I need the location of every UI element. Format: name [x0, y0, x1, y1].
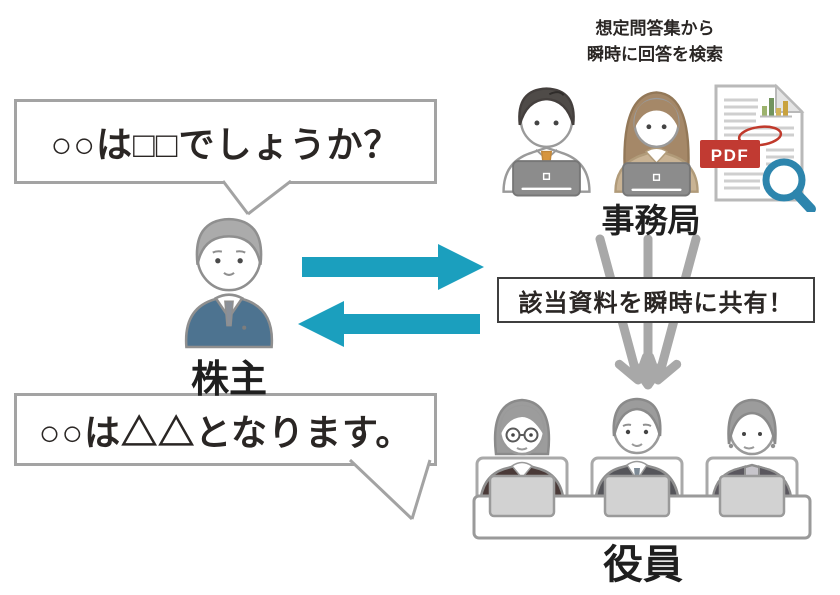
secretariat-note-line1: 想定問答集から	[595, 19, 715, 38]
arrow-right-icon	[302, 244, 484, 290]
secretariat-woman-icon	[614, 91, 699, 197]
document-chart-icon	[760, 98, 792, 118]
question-bubble-text: ○○は□□でしょうか？	[50, 123, 401, 165]
executives-group-icon	[472, 397, 812, 540]
secretariat-man-icon	[502, 87, 591, 197]
answer-bubble-text: ○○は△△となります。	[38, 411, 413, 453]
shareholder-label: 株主	[190, 359, 267, 401]
share-callout-box: 該当資料を瞬時に共有！	[497, 277, 815, 323]
arrow-left-icon	[298, 301, 480, 347]
pdf-document-icon: PDF	[700, 83, 816, 212]
share-callout-text: 該当資料を瞬時に共有！	[518, 289, 794, 317]
magnifier-icon	[762, 158, 816, 212]
executives-label: 役員	[603, 543, 683, 587]
answer-bubble: ○○は△△となります。	[14, 393, 437, 466]
answer-bubble-tail	[348, 459, 432, 521]
shareholder-icon	[184, 217, 274, 349]
secretariat-note-line2: 瞬時に回答を検索	[587, 45, 723, 65]
pdf-badge-text: PDF	[711, 146, 750, 165]
laptop-icon	[622, 162, 691, 197]
question-bubble-tail	[221, 180, 292, 216]
question-bubble: ○○は□□でしょうか？	[14, 99, 437, 184]
pdf-badge: PDF	[700, 140, 760, 168]
laptop-icon	[512, 160, 581, 197]
shareholder-hair	[195, 217, 263, 266]
red-circle-annotation	[737, 125, 783, 147]
secretariat-note: 想定問答集から 瞬時に回答を検索	[555, 16, 755, 69]
executive-laptops	[488, 474, 786, 518]
secretariat-label: 事務局	[601, 202, 701, 239]
